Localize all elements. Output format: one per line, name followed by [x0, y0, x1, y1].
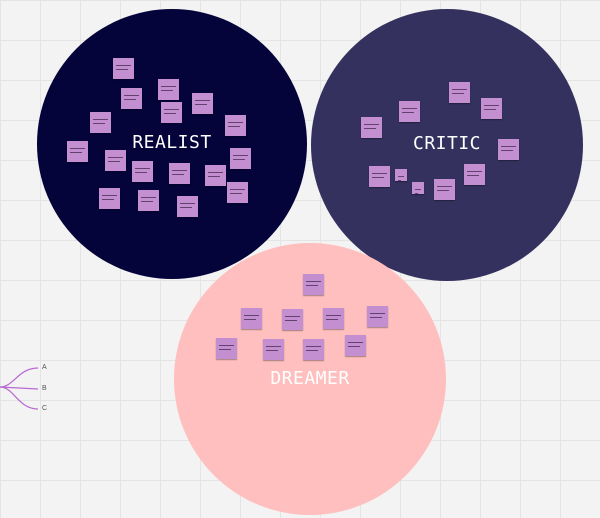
sticky-note[interactable]: [138, 190, 159, 211]
sticky-note[interactable]: [449, 82, 470, 103]
sticky-note[interactable]: [205, 165, 226, 186]
sticky-note[interactable]: [169, 163, 190, 184]
sticky-note[interactable]: [177, 196, 198, 217]
sticky-note[interactable]: [158, 79, 179, 100]
sticky-note[interactable]: [481, 98, 502, 119]
sticky-note[interactable]: [192, 93, 213, 114]
dreamer-circle[interactable]: DREAMER: [174, 243, 446, 515]
sticky-note[interactable]: [105, 150, 126, 171]
sticky-note[interactable]: [303, 339, 324, 360]
sticky-note[interactable]: [241, 308, 262, 329]
sticky-note[interactable]: [132, 161, 153, 182]
sticky-note[interactable]: [225, 115, 246, 136]
sticky-note[interactable]: [99, 188, 120, 209]
sticky-note[interactable]: [303, 274, 324, 295]
sticky-note[interactable]: [498, 139, 519, 160]
sticky-note[interactable]: [369, 166, 390, 187]
critic-label: CRITIC: [412, 133, 482, 154]
sticky-note[interactable]: [282, 309, 303, 330]
sticky-note[interactable]: [434, 179, 455, 200]
sticky-note[interactable]: [227, 182, 248, 203]
sticky-note[interactable]: [367, 306, 388, 327]
sticky-note[interactable]: [67, 141, 88, 162]
sticky-note[interactable]: [464, 164, 485, 185]
sticky-note[interactable]: [230, 148, 251, 169]
sticky-note[interactable]: [412, 182, 424, 194]
sticky-note[interactable]: [399, 101, 420, 122]
sticky-note[interactable]: [395, 169, 407, 181]
mind-map-branch-label: A: [42, 364, 47, 371]
sticky-note[interactable]: [345, 335, 366, 356]
sticky-note[interactable]: [216, 338, 237, 359]
sticky-note[interactable]: [113, 58, 134, 79]
mind-map-branch-label: B: [42, 385, 47, 392]
critic-circle[interactable]: CRITIC: [311, 9, 583, 281]
dreamer-label: DREAMER: [270, 368, 350, 389]
mind-map-branch-label: C: [42, 405, 48, 412]
sticky-note[interactable]: [121, 88, 142, 109]
sticky-note[interactable]: [161, 102, 182, 123]
sticky-note[interactable]: [263, 339, 284, 360]
sticky-note[interactable]: [90, 112, 111, 133]
mind-map[interactable]: A B C: [0, 360, 60, 420]
sticky-note[interactable]: [361, 117, 382, 138]
sticky-note[interactable]: [323, 308, 344, 329]
mind-map-branches: [0, 367, 39, 410]
realist-label: REALIST: [132, 132, 212, 153]
realist-circle[interactable]: REALIST: [37, 9, 307, 279]
